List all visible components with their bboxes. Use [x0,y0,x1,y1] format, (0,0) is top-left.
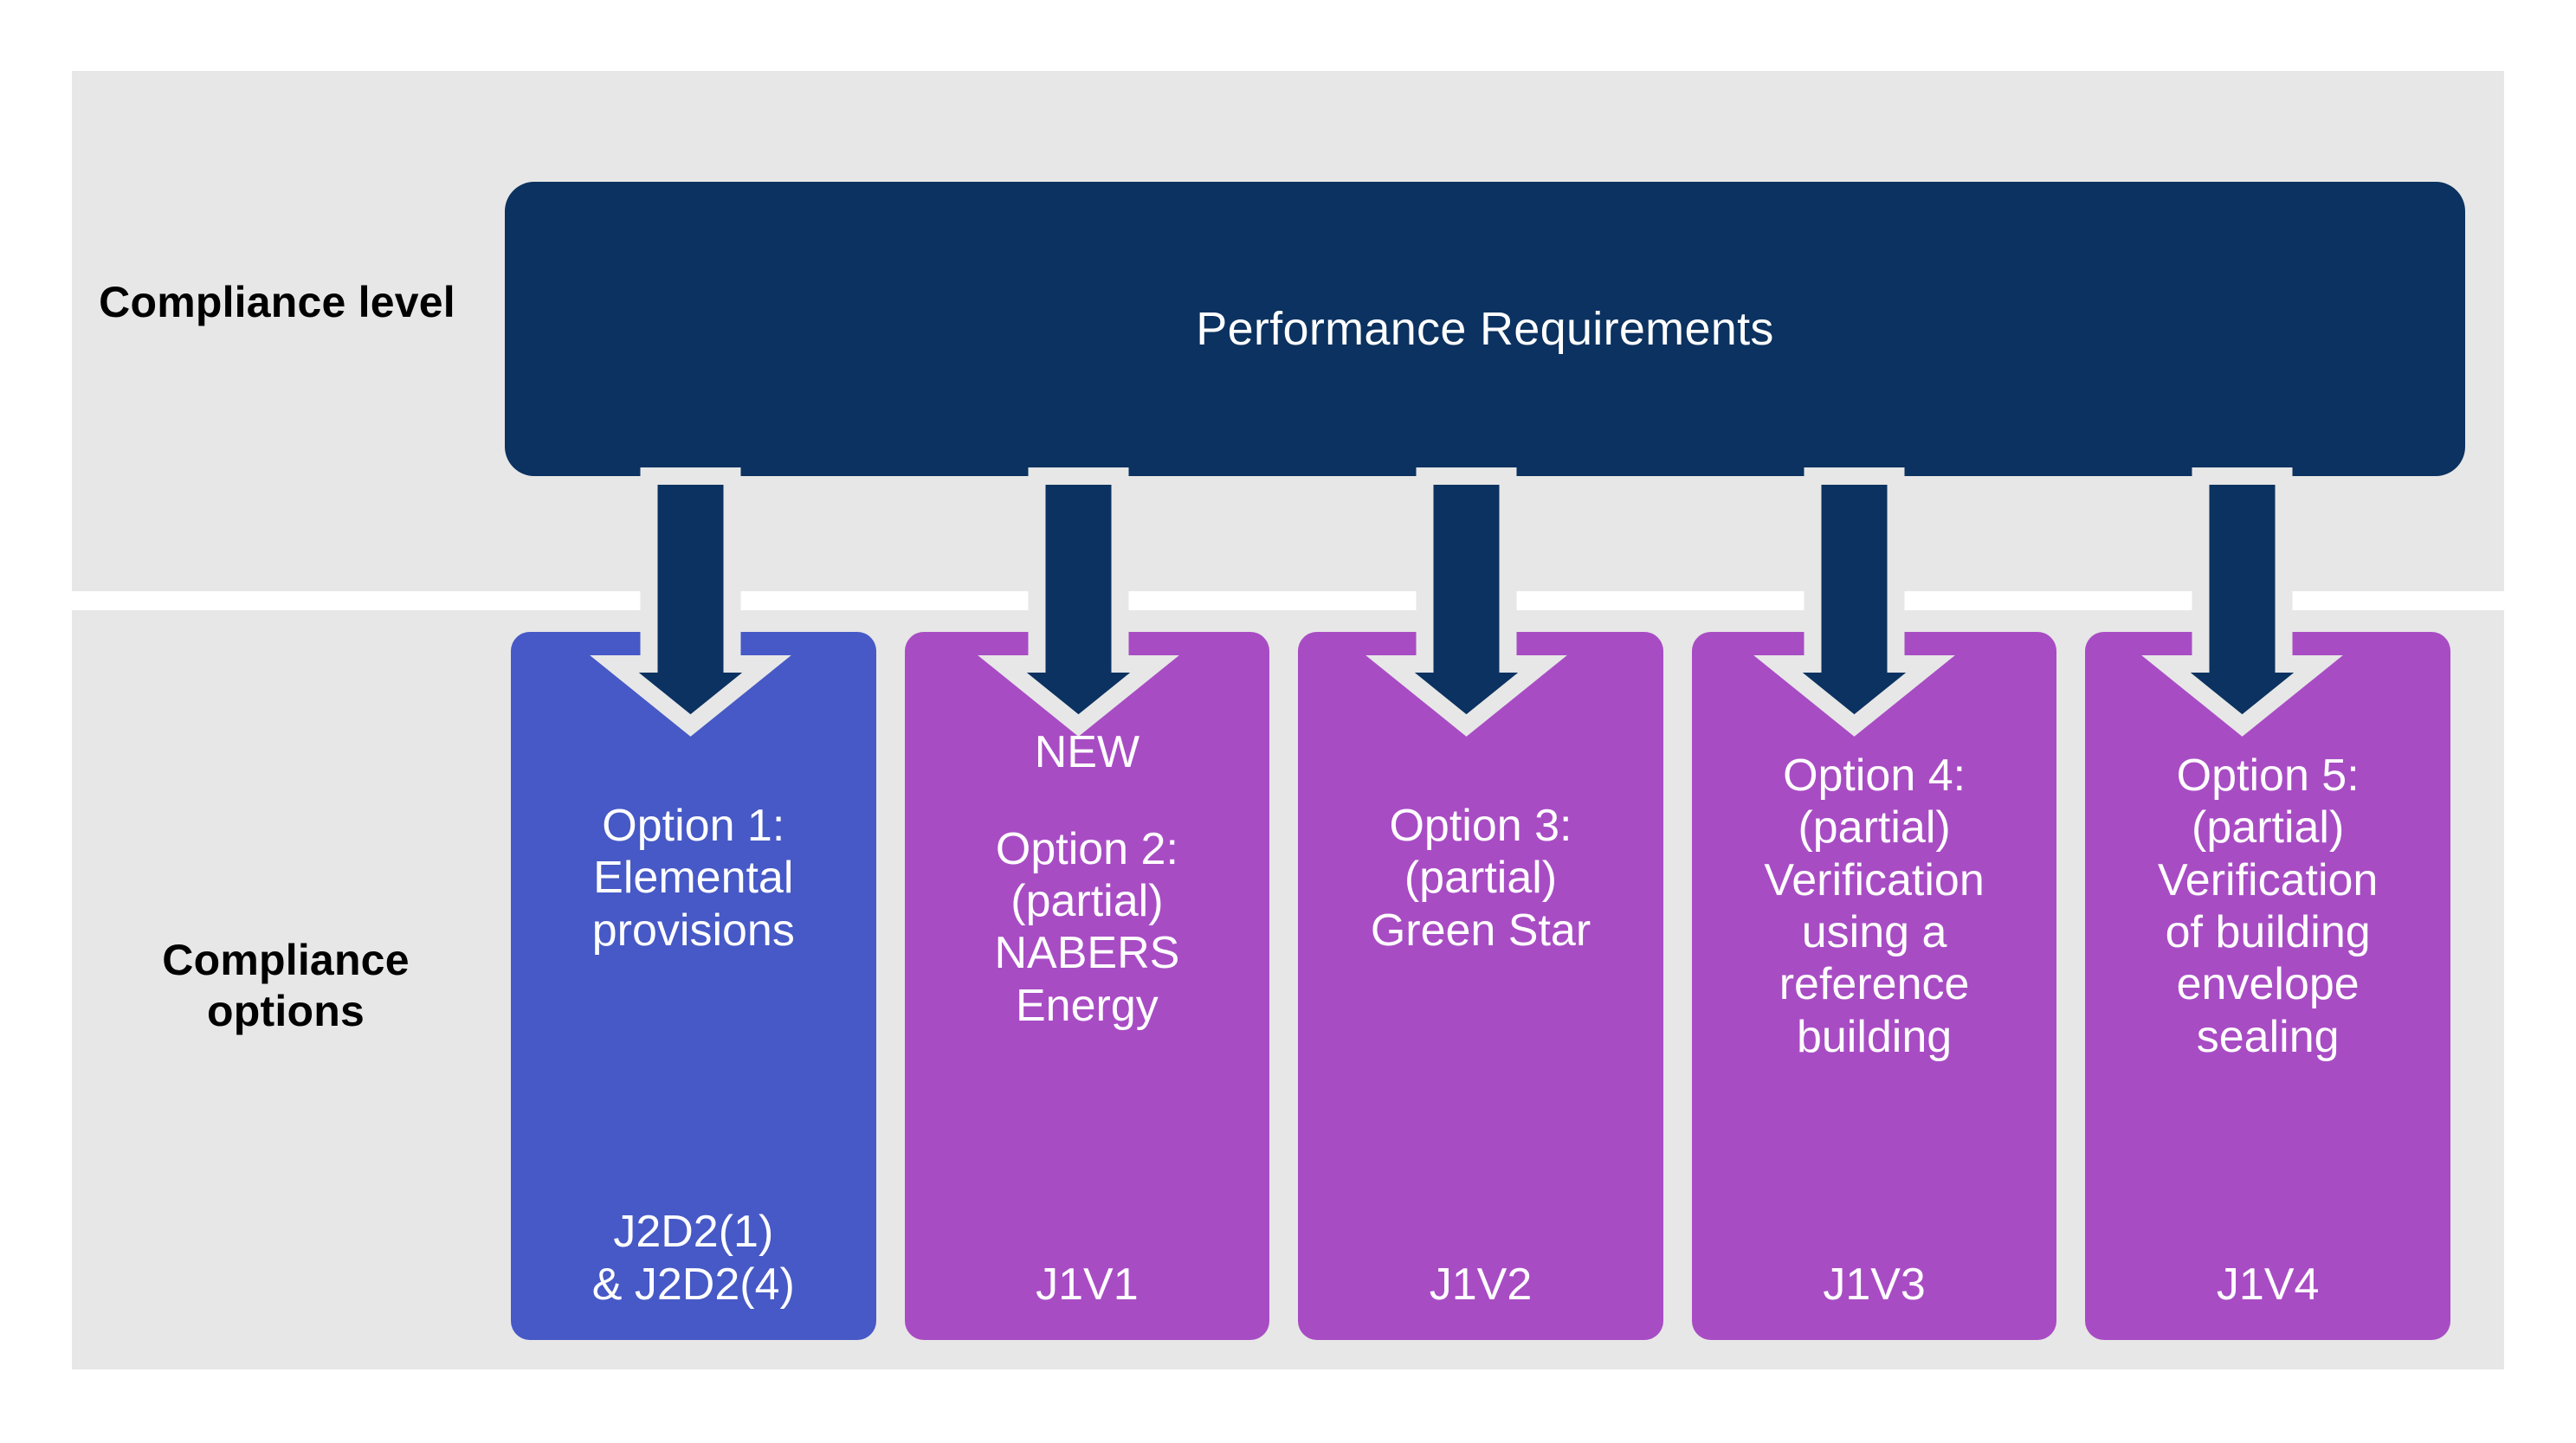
option-card-5-code: J1V4 [2216,1259,2320,1310]
option-card-1[interactable]: Option 1: Elemental provisions J2D2(1) &… [511,632,876,1340]
option-card-2-title: Option 2: (partial) NABERS Energy [994,823,1180,1031]
option-card-4-code: J1V3 [1823,1259,1926,1310]
option-card-2[interactable]: NEW Option 2: (partial) NABERS Energy J1… [904,632,1270,1340]
option-card-4-title: Option 4: (partial) Verification using a… [1764,750,1985,1062]
option-card-3-code: J1V2 [1429,1259,1533,1310]
option-card-4[interactable]: Option 4: (partial) Verification using a… [1691,632,2057,1340]
compliance-options-row: Option 1: Elemental provisions J2D2(1) &… [511,632,2450,1340]
option-card-3-title: Option 3: (partial) Green Star [1370,801,1591,956]
option-card-5-title: Option 5: (partial) Verification of buil… [2157,750,2379,1062]
option-card-3[interactable]: Option 3: (partial) Green Star J1V2 [1298,632,1663,1340]
performance-requirements-box[interactable]: Performance Requirements [505,182,2465,476]
row-label-compliance-options: Compliance options [162,936,410,1035]
performance-requirements-label: Performance Requirements [1196,303,1774,355]
option-card-2-code: J1V1 [1036,1259,1139,1310]
option-card-1-code: J2D2(1) & J2D2(4) [591,1207,795,1310]
option-card-1-title: Option 1: Elemental provisions [591,801,795,956]
option-card-5[interactable]: Option 5: (partial) Verification of buil… [2085,632,2450,1340]
row-label-compliance-level: Compliance level [99,278,455,326]
option-card-2-badge: NEW [1034,727,1140,777]
